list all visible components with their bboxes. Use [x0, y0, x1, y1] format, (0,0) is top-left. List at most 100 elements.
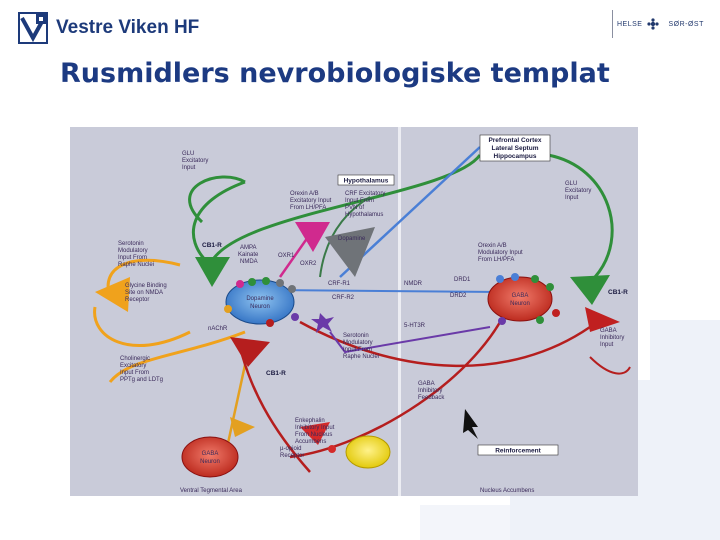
oxr1-label: OXR1	[278, 253, 295, 259]
crf-terminal	[325, 227, 375, 277]
enkephalin-label-1: Enkephalin	[295, 418, 325, 424]
glycine-label-1: Glycine Binding	[125, 283, 167, 289]
cb1-terminal	[230, 337, 270, 367]
cb1r-label-3: CB1-R	[608, 289, 628, 296]
gaba-feedback-label-3: Feedback	[418, 395, 445, 401]
cholinergic-label-1: Cholinergic	[120, 356, 150, 362]
gaba-neuron-right-label-1: GABA	[512, 293, 529, 299]
glu-left-label-2: Excitatory	[182, 158, 208, 164]
receptor-dot	[511, 273, 519, 281]
gaba-neuron-left-label-1: GABA	[202, 451, 219, 457]
crf-label-4: Hypothalamus	[345, 212, 383, 218]
receptor-dot	[546, 283, 554, 291]
glu-left-label-3: Input	[182, 165, 196, 171]
receptor-dot	[288, 285, 296, 293]
receptor-dot	[276, 279, 284, 287]
glu-left-label-1: GLU	[182, 151, 194, 157]
crf-label-3: PVN of	[345, 205, 364, 211]
receptor-dot	[552, 309, 560, 317]
glu-right-label-1: GLU	[565, 181, 577, 187]
red-feedback-pathway	[289, 301, 512, 459]
diagram-canvas: Prefrontal Cortex Lateral Septum Hippoca…	[70, 127, 638, 496]
oxr2-label: OXR2	[300, 261, 317, 267]
gaba-inhib-label-3: Input	[600, 342, 614, 348]
glu-terminal-right	[570, 275, 610, 305]
dopamine-label: Dopamine	[338, 236, 366, 242]
pfc-label-2: Lateral Septum	[492, 145, 539, 152]
serotonin-pathway	[329, 326, 491, 354]
serotonin-star	[311, 313, 334, 333]
reinforcement-arrow	[463, 409, 478, 439]
hypothalamus-label: Hypothalamus	[344, 178, 389, 185]
helse-sor-ost-logo: HELSE SØR-ØST	[612, 10, 709, 38]
orexin-label-3: From LH/PFA	[290, 205, 326, 211]
nachr-label: nAChR	[208, 326, 228, 332]
mu-opioid-label-2: Receptor	[280, 453, 304, 459]
crf-pathway	[319, 196, 371, 278]
receptor-dot	[291, 313, 299, 321]
receptor-dot	[248, 278, 256, 286]
neurobiology-diagram: Prefrontal Cortex Lateral Septum Hippoca…	[70, 127, 638, 496]
receptor-dot	[262, 277, 270, 285]
receptor-dot	[224, 305, 232, 313]
gaba-input-pathway	[589, 356, 631, 375]
glycine-label-2: Site on NMDA	[125, 290, 163, 296]
gaba-feedback-label-2: Inhibitory	[418, 388, 442, 394]
serotonin-label-2: Modulatory	[118, 248, 148, 254]
ht3r-label: 5-HT3R	[404, 323, 426, 329]
gaba-neuron-left	[181, 436, 239, 478]
serotonin-right-label-4: Raphe Nuclei	[343, 354, 379, 360]
receptor-dot	[496, 275, 504, 283]
region-divider	[398, 127, 401, 496]
cb1r-label-1: CB1-R	[202, 242, 222, 249]
gaba-terminal-right	[585, 307, 620, 332]
opioid-terminal	[300, 422, 330, 445]
hypothalamus-box	[337, 174, 395, 186]
org-name: Vestre Viken HF	[56, 17, 200, 38]
glycine-terminal	[95, 277, 130, 312]
gaba-neuron-right	[487, 276, 553, 322]
orexin-mod-label-1: Orexin A/B	[478, 243, 507, 249]
crf-r2-label: CRF-R2	[332, 295, 355, 301]
glu-main-pathway	[208, 154, 482, 266]
ampa-label: AMPA	[240, 245, 257, 251]
drd1-label: DRD1	[454, 277, 471, 283]
glu-left-pathway	[188, 175, 246, 267]
crf-label-1: CRF Excitatory	[345, 191, 385, 197]
enkephalin-label-3: From Nucleus	[295, 432, 332, 438]
red-gaba-pathway	[299, 320, 591, 367]
vta-label: Ventral Tegmental Area	[180, 488, 243, 494]
receptor-dot	[531, 275, 539, 283]
serotonin-label-1: Serotonin	[118, 241, 144, 247]
pfc-label-1: Prefrontal Cortex	[488, 137, 541, 144]
cholinergic-label-3: Input From	[120, 370, 149, 376]
gaba-neuron-left-label-2: Neuron	[200, 459, 220, 465]
enkephalin-terminal	[345, 435, 391, 469]
orexin-label-1: Orexin A/B	[290, 191, 319, 197]
glu-terminal-left	[195, 257, 230, 287]
receptor-dot	[328, 445, 336, 453]
vestre-viken-logo: Vestre Viken HF	[18, 12, 199, 44]
pfc-label-3: Hippocampus	[494, 153, 537, 160]
glycine-label-3: Receptor	[125, 297, 149, 303]
dopamine-neuron	[225, 279, 295, 325]
orexin-label-2: Excitatory Input	[290, 198, 332, 204]
gaba-neuron-right-label-2: Neuron	[510, 301, 530, 307]
serotonin-right-label-2: Modulatory	[343, 340, 373, 346]
vestre-viken-logo-icon	[18, 12, 48, 44]
gaba-inhib-label-1: GABA	[600, 328, 617, 334]
serotonin-label-3: Input From	[118, 255, 147, 261]
orexin-mod-label-2: Modulatory Input	[478, 250, 523, 256]
serotonin-right-label-3: Input From	[343, 347, 372, 353]
dopamine-neuron-label-1: Dopamine	[246, 296, 274, 302]
enkephalin-label-2: Inhibitory Input	[295, 425, 335, 431]
receptor-dot	[536, 316, 544, 324]
glu-right-label-3: Input	[565, 195, 579, 201]
nucleus-accumbens-label: Nucleus Accumbens	[480, 488, 534, 494]
glu-right-label-2: Excitatory	[565, 188, 591, 194]
dopamine-neuron-label-2: Neuron	[250, 304, 270, 310]
nmdr-label: NMDR	[404, 281, 423, 287]
gaba-inhib-label-2: Inhibitory	[600, 335, 624, 341]
gaba-feedback-label-1: GABA	[418, 381, 435, 387]
cholinergic-label-2: Excitatory	[120, 363, 146, 369]
